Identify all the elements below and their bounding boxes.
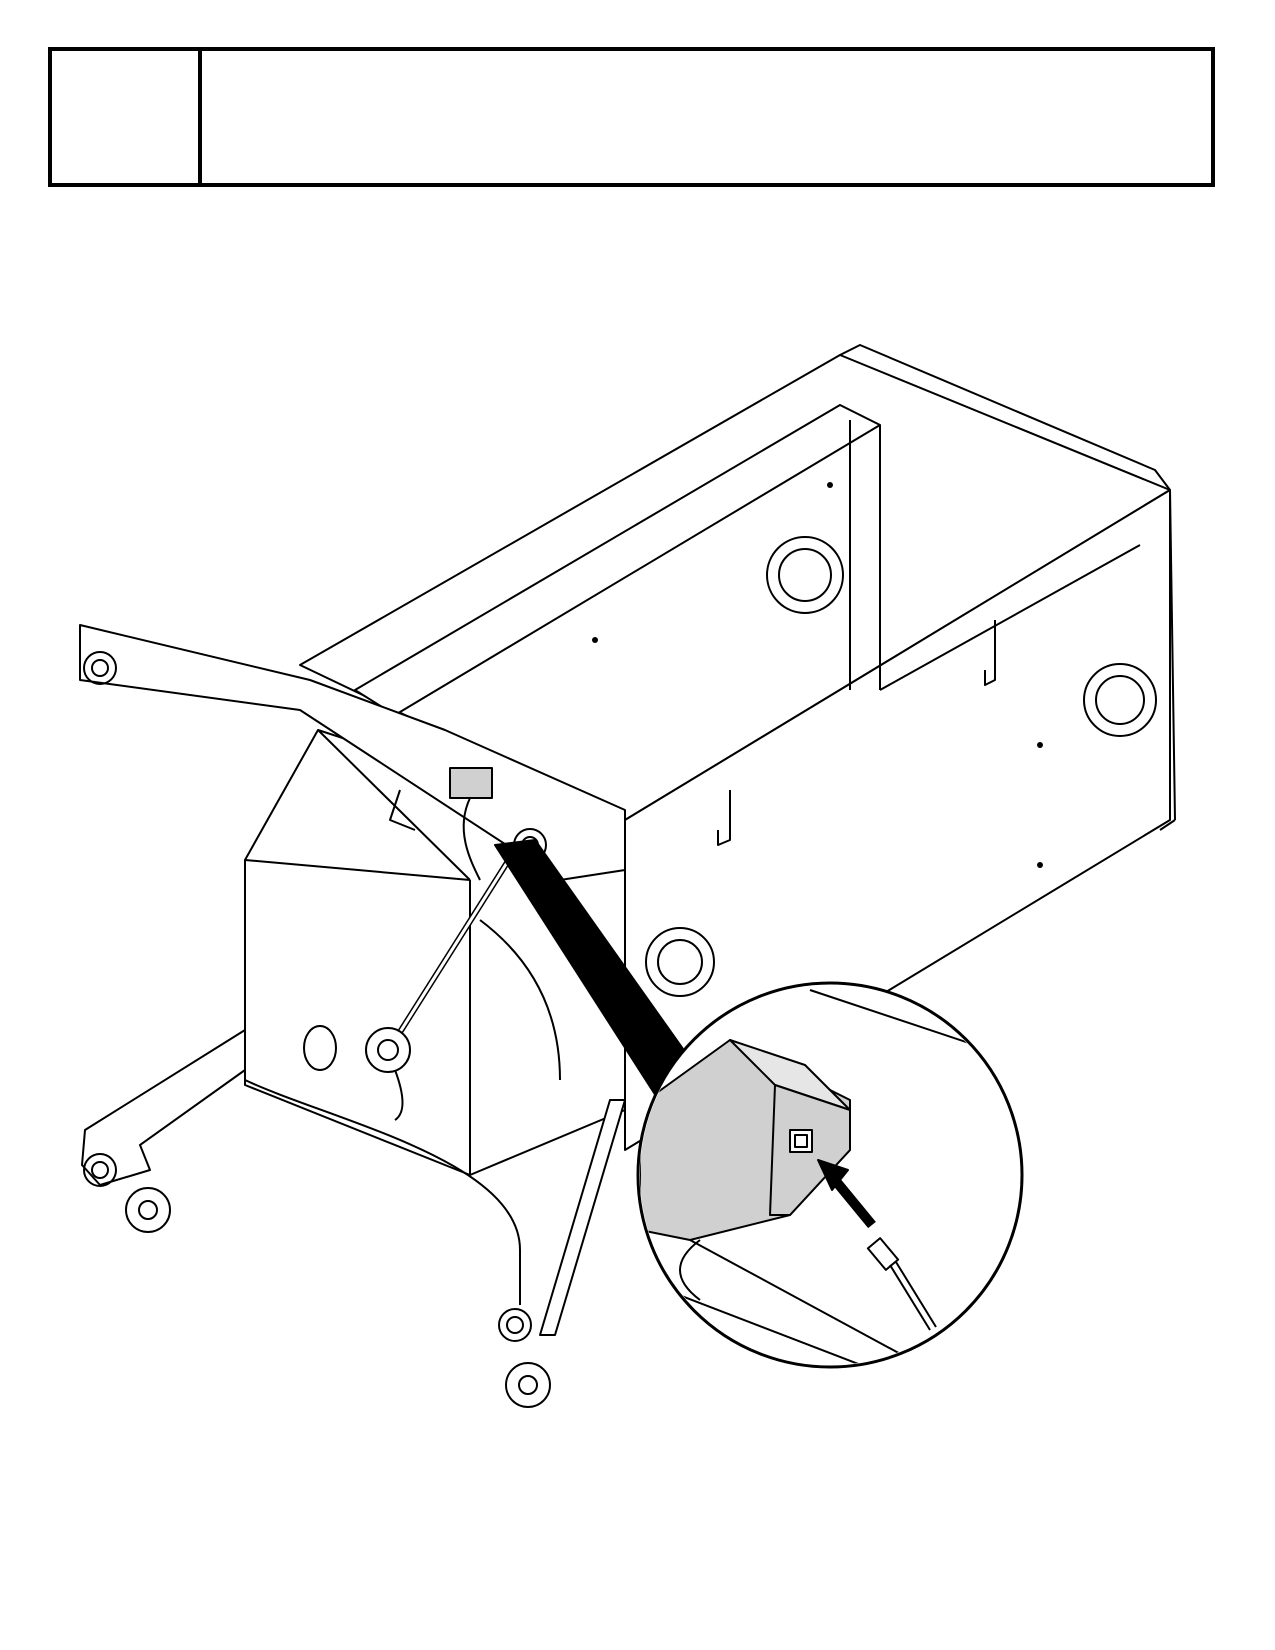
step-header bbox=[48, 47, 1215, 187]
arrow-icon bbox=[817, 1159, 849, 1191]
igniter-area bbox=[389, 767, 493, 881]
step-number bbox=[52, 51, 202, 183]
rotisserie-rod bbox=[303, 848, 518, 1121]
cart-base bbox=[81, 1029, 626, 1408]
callout-detail bbox=[636, 981, 1024, 1369]
grill-cabinet bbox=[299, 344, 1176, 1151]
